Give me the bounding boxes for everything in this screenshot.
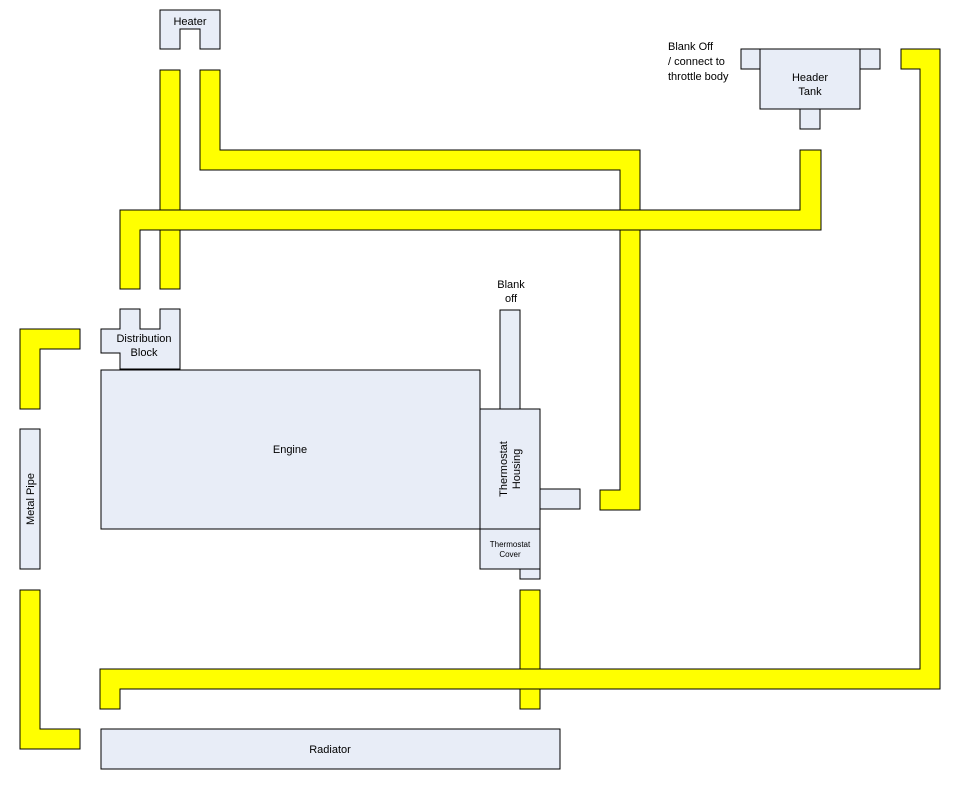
engine-label: Engine — [273, 444, 307, 456]
thermostat-cover-label-line2: Cover — [499, 550, 521, 559]
header-tank-label-line1: Header — [792, 72, 828, 84]
thermostat-cover-label-line1: Thermostat — [490, 540, 531, 549]
thermostat-housing-label-line2: Housing — [511, 449, 523, 489]
thermostat-to-radiator-pipe — [519, 589, 541, 710]
thermostat-cover — [479, 528, 541, 570]
thermostat-blank-off-spigot — [499, 309, 521, 410]
radiator — [100, 728, 561, 770]
distribution-block-label-line2: Block — [131, 347, 158, 359]
heater-left-pipe — [159, 69, 181, 290]
thermostat-housing-side-outlet — [539, 488, 581, 510]
header-tank-label-line2: Tank — [798, 86, 822, 98]
header-tank-bottom-port — [799, 108, 821, 130]
radiator-label: Radiator — [309, 744, 351, 756]
header-tank-left-port — [740, 48, 761, 70]
thermostat-cover-outlet — [519, 568, 541, 580]
components: Heater Header Tank Blank Off / connect t… — [19, 9, 881, 770]
distribution-block — [100, 308, 181, 370]
thermostat-housing — [479, 408, 541, 530]
engine — [100, 369, 481, 530]
blank-off-label-line2: off — [505, 293, 518, 305]
metal-pipe — [19, 428, 41, 570]
blank-off-connect-label-line2: / connect to — [668, 56, 725, 68]
heater-label: Heater — [173, 16, 206, 28]
blank-off-connect-label-line3: throttle body — [668, 71, 729, 83]
blank-off-connect-label-line1: Blank Off — [668, 41, 714, 53]
header-tank-right-port — [859, 48, 881, 70]
heater-right-pipe — [199, 69, 641, 511]
distribution-block-label-line1: Distribution — [116, 333, 171, 345]
blank-off-label-line1: Blank — [497, 279, 525, 291]
heater — [159, 9, 221, 50]
left-upper-elbow-pipe — [19, 328, 81, 410]
thermostat-housing-label-line1: Thermostat — [498, 441, 510, 497]
left-lower-elbow-pipe — [19, 589, 81, 750]
header-tank-pipe — [119, 149, 822, 290]
header-tank-return-pipe — [99, 48, 941, 710]
pipes — [19, 48, 941, 750]
metal-pipe-label: Metal Pipe — [25, 473, 37, 525]
